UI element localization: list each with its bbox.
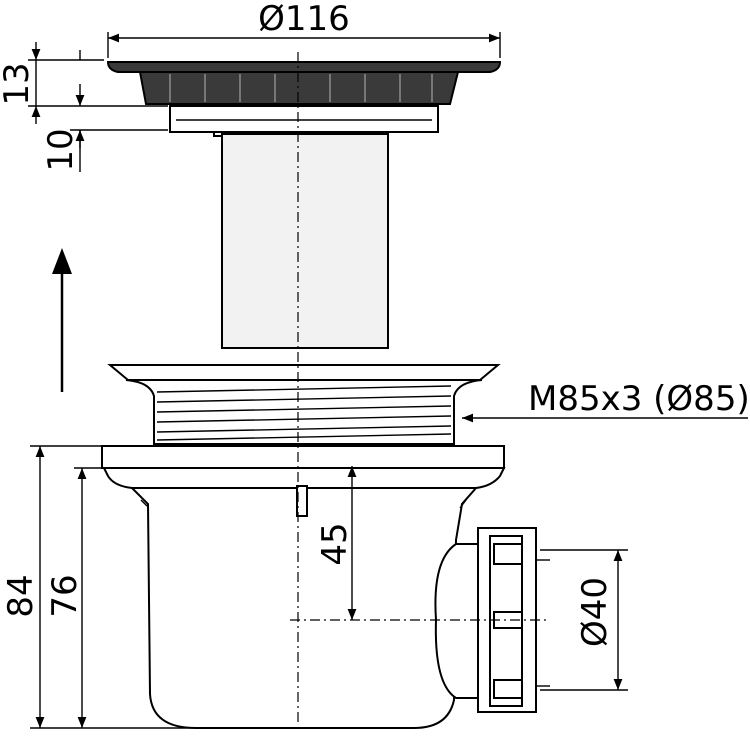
flange-height-label: 13: [0, 62, 37, 105]
dimension-outlet-diameter: Ø40: [540, 549, 628, 691]
thread-label: M85x3 (Ø85): [528, 379, 750, 419]
dimension-thread: M85x3 (Ø85): [462, 379, 750, 423]
threaded-collar: [107, 364, 501, 445]
dimension-total-heights: 84 76: [1, 445, 196, 729]
collar-height-label: 10: [41, 128, 81, 171]
top-diameter-label: Ø116: [258, 0, 350, 39]
outlet-diameter-label: Ø40: [575, 577, 615, 647]
body-flange: [101, 445, 506, 489]
center-axes: [290, 52, 548, 724]
inner-height-label: 76: [45, 574, 85, 617]
side-outlet: [434, 527, 550, 713]
outer-height-label: 84: [1, 574, 41, 617]
outlet-offset-label: 45: [315, 522, 355, 565]
top-grate: [106, 61, 502, 133]
direction-arrow: [52, 248, 72, 392]
riser-tube: [213, 131, 389, 349]
drain-body: [129, 485, 479, 729]
dimension-top-diameter: Ø116: [107, 0, 501, 58]
dimension-outlet-offset: 45: [315, 466, 357, 620]
dimension-flange-heights: 13 10: [0, 42, 168, 172]
